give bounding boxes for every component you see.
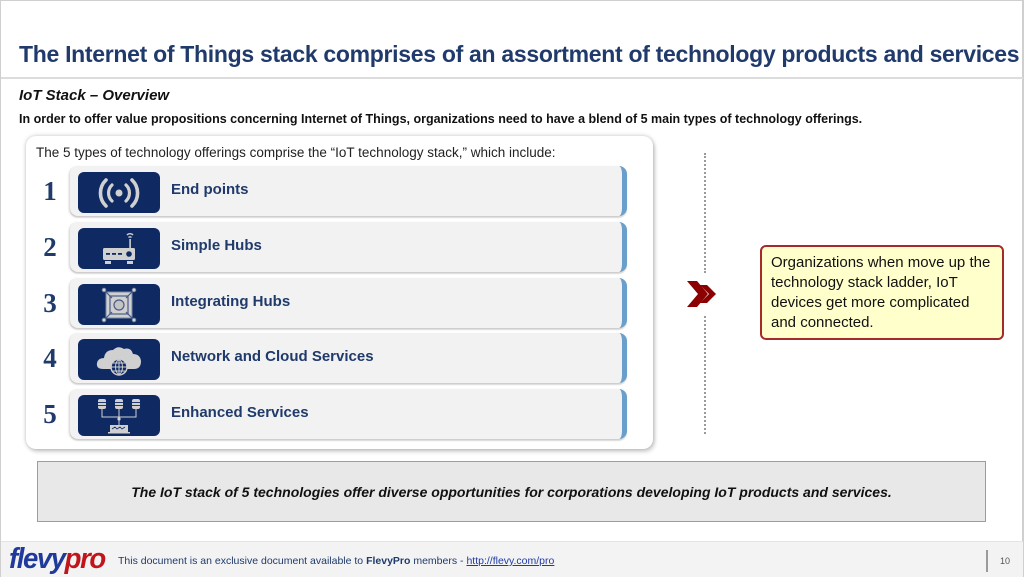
footer: flevypro This document is an exclusive d… xyxy=(1,541,1023,577)
router-icon xyxy=(78,228,160,269)
stack-item-number: 1 xyxy=(43,176,57,206)
page-number: 10 xyxy=(1000,556,1011,566)
stack-item-label: Integrating Hubs xyxy=(171,293,291,310)
footer-notice: This document is an exclusive document a… xyxy=(118,555,555,567)
section-subtitle: IoT Stack – Overview xyxy=(19,87,170,104)
conclusion-text: The IoT stack of 5 technologies offer di… xyxy=(131,483,892,500)
database-network-icon xyxy=(78,395,160,436)
stack-item-card: Enhanced Services xyxy=(70,389,627,439)
callout-note: Organizations when move up the technolog… xyxy=(760,245,1004,340)
title-divider xyxy=(1,77,1023,79)
dotted-divider-top xyxy=(704,153,706,273)
page-title: The Internet of Things stack comprises o… xyxy=(19,41,1020,67)
wireless-signal-icon xyxy=(78,172,160,213)
stack-item-card: Network and Cloud Services xyxy=(70,333,627,383)
hub-chip-icon xyxy=(78,284,160,325)
stack-item-number: 4 xyxy=(43,343,57,373)
stack-item-integrating-hubs: 3 xyxy=(26,278,653,330)
double-chevron-right-icon xyxy=(687,281,716,307)
stack-item-enhanced-services: 5 xyxy=(26,389,653,441)
stack-item-number: 2 xyxy=(43,232,57,262)
stack-item-label: End points xyxy=(171,181,249,198)
stack-item-simple-hubs: 2 Simple Hubs xyxy=(26,222,653,274)
flevypro-link[interactable]: http://flevy.com/pro xyxy=(466,555,555,567)
stack-caption: The 5 types of technology offerings comp… xyxy=(36,145,556,160)
stack-item-network-cloud-services: 4 Network and Cloud Services xyxy=(26,333,653,385)
intro-text: In order to offer value propositions con… xyxy=(19,112,863,126)
stack-item-card: Integrating Hubs xyxy=(70,278,627,328)
stack-item-card: Simple Hubs xyxy=(70,222,627,272)
stack-item-label: Network and Cloud Services xyxy=(171,348,374,365)
dotted-divider-bottom xyxy=(704,316,706,434)
stack-item-number: 5 xyxy=(43,399,57,429)
stack-item-end-points: 1 End points xyxy=(26,166,653,218)
footer-separator xyxy=(986,550,988,572)
cloud-globe-icon xyxy=(78,339,160,380)
stack-item-label: Enhanced Services xyxy=(171,404,309,421)
stack-item-number: 3 xyxy=(43,288,57,318)
stack-item-label: Simple Hubs xyxy=(171,237,262,254)
conclusion-box: The IoT stack of 5 technologies offer di… xyxy=(37,461,986,522)
flevypro-logo: flevypro xyxy=(9,543,106,575)
stack-item-card: End points xyxy=(70,166,627,216)
iot-stack-panel: The 5 types of technology offerings comp… xyxy=(26,136,653,449)
